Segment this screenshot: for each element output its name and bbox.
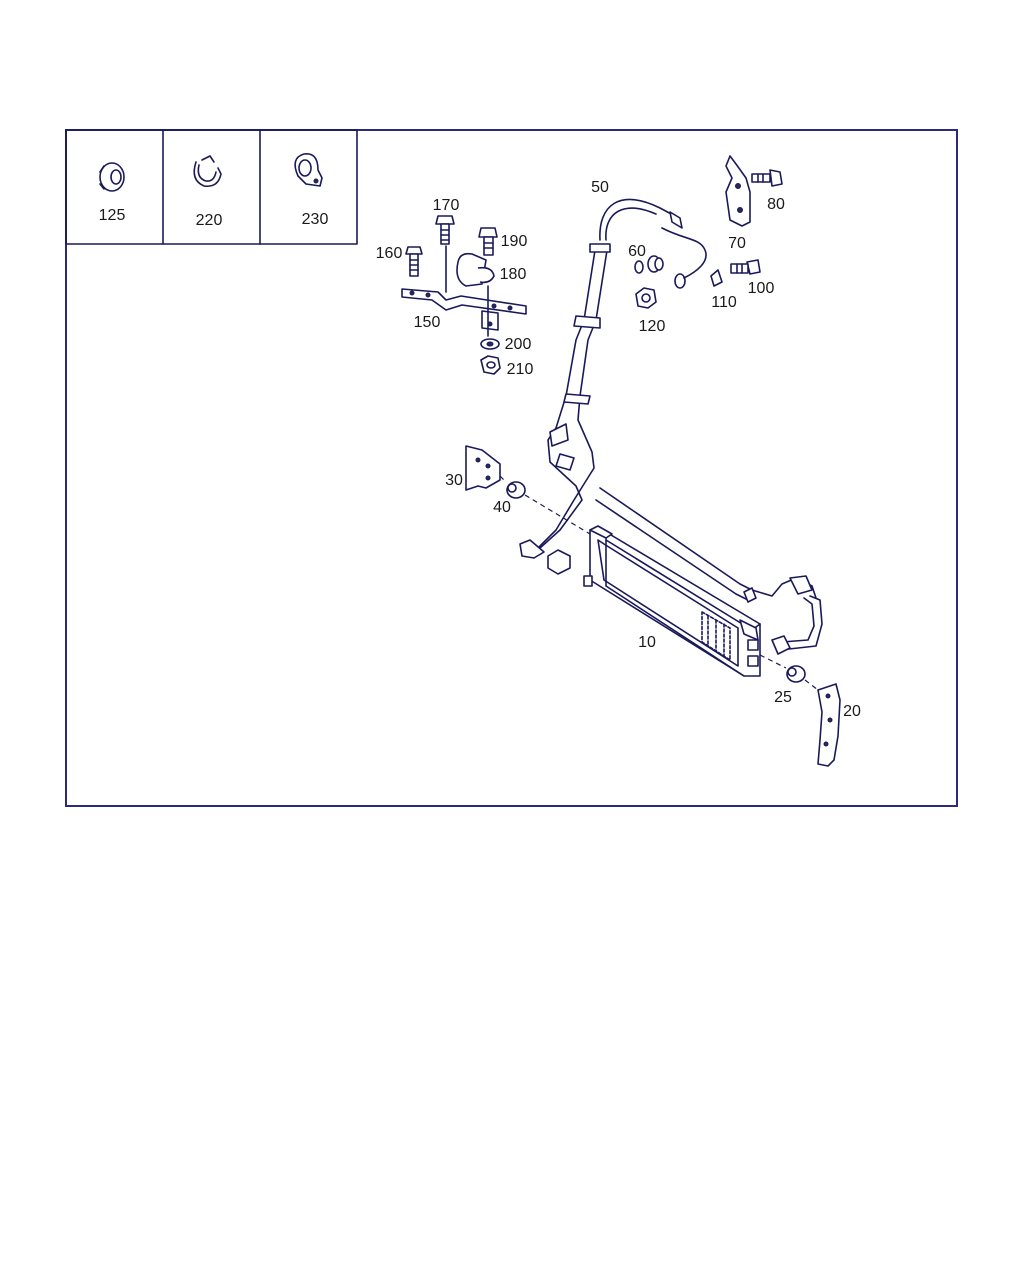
diagram-frame — [65, 129, 958, 807]
nut-210 — [480, 355, 501, 375]
washer-200 — [480, 338, 500, 350]
bolt-160 — [405, 246, 423, 277]
oil-lines-50 — [519, 198, 823, 655]
seal-60 — [634, 255, 686, 289]
callout-60: 60 — [628, 243, 646, 260]
legend-label-220: 220 — [196, 212, 223, 229]
bracket-150 — [401, 288, 527, 331]
callout-210: 210 — [507, 361, 534, 378]
grommet-25 — [786, 665, 806, 683]
bracket-20 — [817, 683, 841, 767]
callout-25: 25 — [774, 689, 792, 706]
p-clamp-icon — [294, 153, 323, 187]
bolt-80 — [751, 169, 783, 187]
callout-200: 200 — [505, 336, 532, 353]
callout-50: 50 — [591, 179, 609, 196]
hose-clip-icon — [193, 155, 222, 188]
callout-160: 160 — [376, 245, 403, 262]
callout-150: 150 — [414, 314, 441, 331]
callout-110: 110 — [711, 294, 737, 311]
nut-icon — [99, 162, 125, 192]
callout-180: 180 — [500, 266, 527, 283]
callout-120: 120 — [639, 318, 666, 335]
bracket-70 — [725, 155, 751, 227]
legend-label-230: 230 — [302, 211, 329, 228]
callout-80: 80 — [767, 196, 785, 213]
bolt-170 — [435, 215, 455, 293]
bolt-190 — [478, 227, 498, 256]
legend-label-125: 125 — [99, 207, 126, 224]
callout-70: 70 — [728, 235, 746, 252]
callout-40: 40 — [493, 499, 511, 516]
oil-cooler-10 — [583, 525, 761, 677]
callout-100: 100 — [748, 280, 775, 297]
callout-30: 30 — [445, 472, 463, 489]
grommet-40 — [506, 481, 526, 499]
callout-190: 190 — [501, 233, 528, 250]
clip-110 — [710, 269, 723, 287]
legend-boxes — [65, 129, 358, 245]
callout-20: 20 — [843, 703, 861, 720]
bracket-30 — [465, 445, 501, 491]
bolt-100 — [730, 259, 761, 275]
callout-10: 10 — [638, 634, 656, 651]
callout-170: 170 — [433, 197, 460, 214]
grommet-180 — [456, 252, 495, 337]
nut-120 — [635, 287, 657, 309]
